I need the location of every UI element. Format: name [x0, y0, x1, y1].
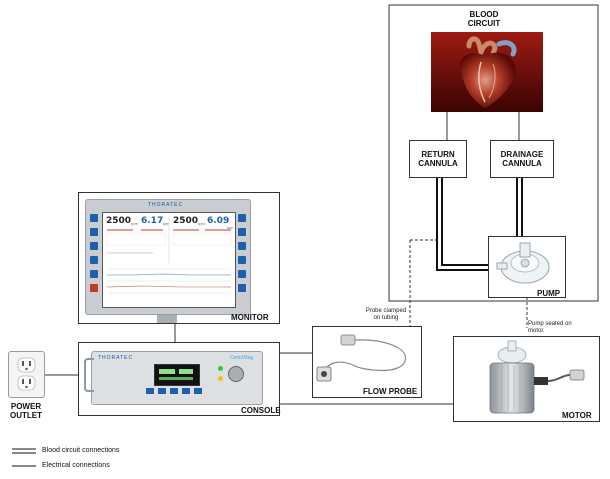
- monitor-button-icon[interactable]: [238, 228, 246, 236]
- monitor-button-icon[interactable]: [90, 270, 98, 278]
- monitor-button-icon[interactable]: [90, 228, 98, 236]
- power-outlet-graphic: [17, 357, 36, 391]
- console-handle: [84, 358, 94, 392]
- monitor-button-icon[interactable]: [238, 242, 246, 250]
- flow-probe-box: FLOW PROBE: [312, 326, 422, 398]
- legend-electrical: Electrical connections: [42, 462, 110, 469]
- probe-clamped-line2: on tubing: [373, 315, 399, 321]
- console-button-icon[interactable]: [170, 388, 178, 394]
- monitor-device: THORATEC 2500 rpm 6.17 lpm 2500 rpm 6.0: [85, 199, 251, 315]
- monitor-button-icon[interactable]: [90, 242, 98, 250]
- blood-circuit-title-line1: BLOOD: [469, 10, 499, 19]
- heart-illustration: [431, 32, 543, 112]
- console-status-led-icon: [218, 366, 223, 371]
- monitor-stand: [157, 313, 177, 323]
- monitor-button-icon[interactable]: [90, 214, 98, 222]
- monitor-right-buttons: [238, 214, 246, 306]
- monitor-screen: 2500 rpm 6.17 lpm 2500 rpm 6.09 lpm: [102, 212, 236, 308]
- console-box: THORATEC CentriMag CONSOLE: [78, 342, 281, 416]
- flow-probe-illustration: [316, 334, 406, 382]
- monitor-button-icon[interactable]: [238, 270, 246, 278]
- monitor-button-icon[interactable]: [238, 214, 246, 222]
- pump-box: PUMP: [488, 236, 566, 298]
- console-button-icon[interactable]: [194, 388, 202, 394]
- console-button-icon[interactable]: [158, 388, 166, 394]
- power-outlet-line2: OUTLET: [10, 411, 42, 420]
- monitor-value-3-unit: rpm: [198, 221, 205, 226]
- motor-box: MOTOR: [453, 336, 600, 422]
- monitor-value-4: 6.09: [207, 216, 230, 226]
- probe-clamped-line1: Probe clamped: [365, 308, 407, 314]
- monitor-value-2: 6.17: [141, 216, 164, 226]
- return-cannula-label: RETURN CANNULA: [410, 150, 466, 168]
- console-status-led-icon: [218, 376, 223, 381]
- monitor-button-icon[interactable]: [90, 256, 98, 264]
- power-outlet-label: POWER OUTLET: [6, 402, 46, 420]
- monitor-value-3: 2500: [173, 216, 199, 226]
- power-outlet-icon: [8, 351, 45, 398]
- console-brand: THORATEC: [98, 355, 134, 361]
- monitor-value-1-unit: rpm: [131, 221, 138, 226]
- console-knob-icon[interactable]: [228, 366, 244, 382]
- monitor-brand: THORATEC: [148, 202, 184, 208]
- monitor-waveforms: [106, 215, 232, 294]
- console-tag: CentriMag: [230, 355, 254, 361]
- console-label: CONSOLE: [241, 406, 281, 415]
- console-device: THORATEC CentriMag: [84, 351, 263, 405]
- blood-circuit-title-line2: CIRCUIT: [467, 19, 501, 28]
- monitor-box: THORATEC 2500 rpm 6.17 lpm 2500 rpm 6.0: [78, 192, 280, 324]
- pump-seated-note: Pump seated on motor.: [528, 321, 590, 335]
- legend-blood-circuit: Blood circuit connections: [42, 447, 120, 454]
- heart-image: [431, 32, 543, 112]
- blood-circuit-title: BLOOD CIRCUIT: [459, 10, 509, 28]
- monitor-label: MONITOR: [231, 313, 269, 322]
- monitor-alarm-button-icon[interactable]: [90, 284, 98, 292]
- return-cannula-box: RETURN CANNULA: [409, 140, 467, 178]
- drainage-cannula-label: DRAINAGE CANNULA: [491, 150, 553, 168]
- console-display-graphic: [159, 369, 193, 380]
- monitor-button-icon[interactable]: [238, 256, 246, 264]
- console-button-icon[interactable]: [182, 388, 190, 394]
- pump-seated-line1: Pump seated on: [528, 321, 572, 327]
- console-display: [154, 364, 200, 386]
- drainage-cannula-box: DRAINAGE CANNULA: [490, 140, 554, 178]
- monitor-left-buttons: [90, 214, 98, 306]
- monitor-value-1: 2500: [106, 216, 132, 226]
- flow-probe-label: FLOW PROBE: [363, 387, 418, 396]
- monitor-button-icon[interactable]: [238, 284, 246, 292]
- probe-clamped-note: Probe clamped on tubing: [356, 308, 416, 322]
- console-button-icon[interactable]: [146, 388, 154, 394]
- motor-label: MOTOR: [562, 411, 592, 420]
- power-outlet-line1: POWER: [10, 402, 42, 411]
- monitor-value-4-unit: lpm: [227, 225, 234, 230]
- drainage-cannula-line2: CANNULA: [502, 159, 542, 168]
- monitor-value-2-unit: lpm: [163, 221, 170, 226]
- motor-illustration: [489, 340, 585, 414]
- pump-label: PUMP: [537, 289, 561, 298]
- drainage-cannula-line1: DRAINAGE: [500, 150, 544, 159]
- return-cannula-line1: RETURN: [421, 150, 455, 159]
- pump-seated-line2: motor.: [528, 328, 545, 334]
- return-cannula-line2: CANNULA: [418, 159, 458, 168]
